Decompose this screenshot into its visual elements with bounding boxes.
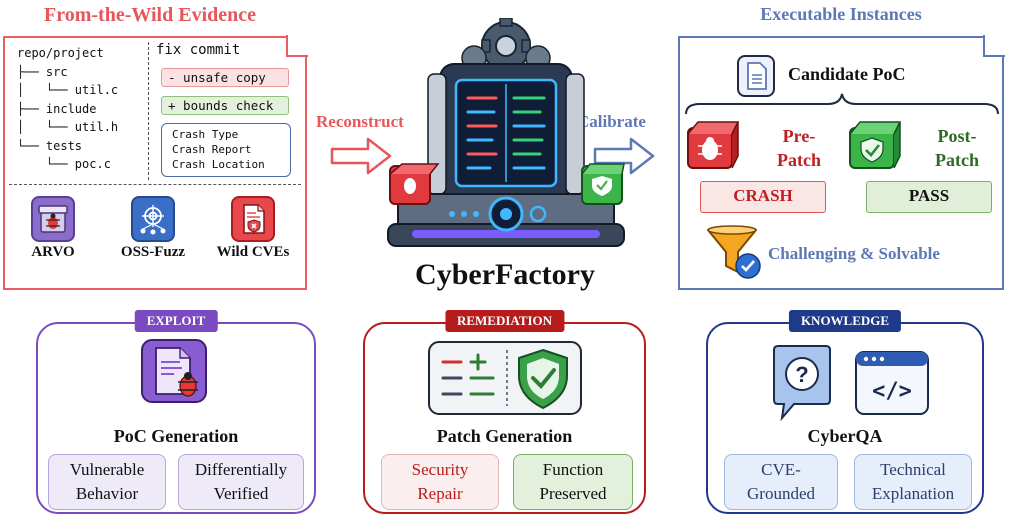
pre-patch-label: Pre- Patch [760, 124, 838, 172]
pass-result-badge: PASS [866, 181, 992, 213]
tree-line: └── tests [17, 138, 83, 153]
pill-line: Behavior [75, 484, 139, 503]
pill-line: Vulnerable [69, 460, 145, 479]
cyberfactory-title: CyberFactory [415, 258, 595, 291]
pre-patch-line: Patch [777, 150, 821, 170]
pill-line: Explanation [871, 484, 955, 503]
vertical-divider [148, 42, 149, 180]
source-arvo: ARVO [5, 196, 101, 261]
reconstruct-arrow-icon [330, 137, 392, 175]
candidate-poc-label: Candidate PoC [788, 64, 906, 84]
post-patch-label: Post- Patch [918, 124, 996, 172]
reconstruct-label: Reconstruct [316, 112, 404, 131]
wild-evidence-title: From-the-Wild Evidence [43, 4, 257, 26]
pill-cve-grounded: CVE- Grounded [724, 454, 838, 510]
tree-line: ├── include [17, 101, 97, 116]
pill-vulnerable-behavior: Vulnerable Behavior [48, 454, 166, 510]
calibrate-label: Calibrate [577, 112, 646, 131]
tree-line: repo/project [17, 46, 104, 60]
source-wild-cves: Wild CVEs [205, 196, 301, 261]
tree-line: │ └── util.h [17, 120, 119, 134]
remediation-title: Patch Generation [436, 426, 573, 446]
green-shield-cube-icon [849, 121, 902, 169]
source-oss-fuzz: OSS-Fuzz [105, 196, 201, 261]
pill-line: Technical [880, 460, 946, 479]
pill-technical-explanation: Technical Explanation [854, 454, 972, 510]
document-icon [737, 55, 775, 97]
executable-instances-title: Executable Instances [760, 4, 922, 24]
funnel-check-icon [707, 225, 761, 279]
pill-line: Differentially [194, 460, 288, 479]
knowledge-title: CyberQA [807, 426, 883, 446]
pill-line: Security [411, 460, 469, 479]
pill-line: Verified [213, 484, 269, 503]
diff-added-line: + bounds check [161, 96, 289, 115]
document-shield-icon [231, 196, 275, 242]
pill-line: Function [542, 460, 604, 479]
challenging-solvable-label: Challenging & Solvable [768, 244, 940, 263]
post-patch-line: Patch [935, 150, 979, 170]
pre-patch-line: Pre- [782, 126, 816, 146]
archive-box-icon [31, 196, 75, 242]
knowledge-card: KNOWLEDGE ? </> CyberQA CVE- Grounded Te… [706, 310, 984, 514]
cyberfactory-machine-icon [387, 18, 625, 247]
pill-line: CVE- [761, 460, 801, 479]
remediation-card: REMEDIATION Patch Generation Security Re… [363, 310, 646, 514]
pill-line: Repair [417, 484, 463, 503]
crash-type: Crash Type [172, 128, 239, 141]
source-label: ARVO [31, 244, 75, 260]
crash-result-badge: CRASH [700, 181, 826, 213]
target-network-icon [131, 196, 175, 242]
crash-info-box: Crash Type Crash Report Crash Location [161, 123, 291, 177]
fix-commit-title: fix commit [156, 42, 241, 58]
pill-security-repair: Security Repair [381, 454, 499, 510]
remediation-badge: REMEDIATION [444, 310, 565, 332]
pill-function-preserved: Function Preserved [513, 454, 633, 510]
tree-line: └── poc.c [17, 157, 111, 171]
brace-icon [685, 93, 999, 115]
diff-removed-line: - unsafe copy [161, 68, 289, 87]
source-label: Wild CVEs [216, 244, 290, 260]
pill-line: Grounded [747, 484, 815, 503]
folded-corner [983, 35, 1005, 57]
exploit-badge: EXPLOIT [134, 310, 218, 332]
knowledge-badge: KNOWLEDGE [788, 310, 902, 332]
diff-shield-icon [428, 341, 582, 415]
tree-line: │ └── util.c [17, 83, 119, 97]
question-bubble-icon: ? [773, 345, 831, 422]
pill-differentially-verified: Differentially Verified [178, 454, 304, 510]
svg-text:?: ? [795, 362, 808, 387]
code-window-icon: </> [855, 351, 929, 415]
svg-text:</>: </> [872, 379, 912, 404]
red-bug-cube-icon [687, 121, 740, 169]
horizontal-divider [9, 184, 301, 185]
tree-line: ├── src [17, 64, 68, 79]
repo-tree: repo/project ├── src │ └── util.c ├── in… [17, 44, 118, 174]
exploit-title: PoC Generation [113, 426, 239, 446]
wild-evidence-panel: repo/project ├── src │ └── util.c ├── in… [3, 35, 308, 290]
document-bug-icon [141, 339, 207, 403]
source-label: OSS-Fuzz [120, 244, 186, 260]
post-patch-line: Post- [937, 126, 977, 146]
exploit-card: EXPLOIT PoC Generation Vulnerable Behavi… [36, 310, 316, 514]
crash-report: Crash Report [172, 143, 252, 156]
folded-corner [286, 35, 308, 57]
crash-location: Crash Location [172, 158, 265, 171]
calibrate-arrow-icon [593, 137, 655, 175]
pill-line: Preserved [539, 484, 607, 503]
